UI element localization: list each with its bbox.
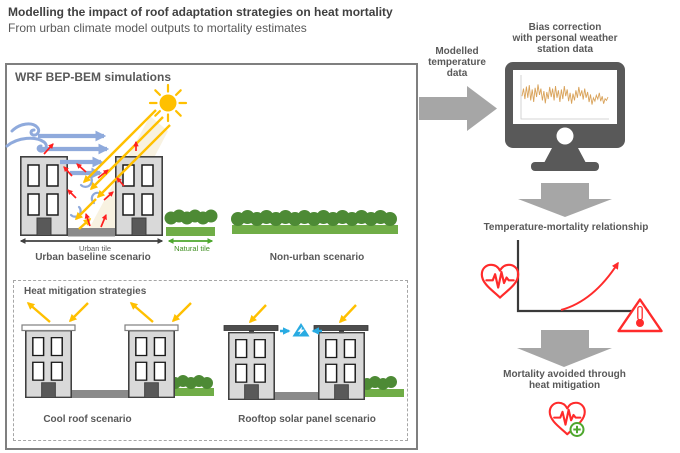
- bush-coolroof: [169, 375, 213, 389]
- bush-coolroof-base: [170, 388, 214, 396]
- temperature-mortality-label: Temperature-mortality relationship: [483, 222, 649, 233]
- building-solar-left: [228, 332, 275, 400]
- bush-baseline-base: [166, 227, 215, 236]
- flow-arrow-down-1: [518, 183, 612, 217]
- heart-plus-icon: [548, 401, 586, 437]
- building-baseline-right: [115, 156, 163, 236]
- solar-panel-label: Rooftop solar panel scenario: [238, 414, 376, 425]
- hedge-nonurban: [231, 210, 397, 226]
- bush-solar: [361, 376, 397, 390]
- thermometer-warning-icon: [617, 298, 663, 333]
- temperature-mortality-chart: [516, 240, 649, 313]
- modelled-temperature-label: Modelled temperature data: [428, 46, 486, 79]
- cool-roof-right: [124, 324, 179, 332]
- heat-mitigation-box: [13, 280, 408, 441]
- heat-flux-arrows: [43, 140, 139, 228]
- flow-arrow-right: [419, 86, 497, 131]
- cool-roof-left: [21, 324, 76, 332]
- solar-incoming-arrows: [248, 304, 357, 324]
- solar-panel-left: [223, 325, 279, 334]
- street-baseline: [68, 228, 115, 237]
- cool-roof-reflection-arrows: [26, 301, 192, 323]
- sun-icon: [148, 83, 188, 123]
- lightning-triangle-icon: [292, 323, 310, 337]
- natural-tile-label: Natural tile: [174, 244, 210, 253]
- building-baseline-left: [20, 156, 68, 236]
- bush-solar-base: [362, 389, 404, 397]
- non-urban-label: Non-urban scenario: [269, 252, 365, 263]
- flow-arrow-down-2: [517, 330, 612, 367]
- cool-roof-label: Cool roof scenario: [43, 414, 132, 425]
- street-solar: [275, 392, 318, 400]
- monitor-plot-line: [521, 84, 609, 105]
- computer-monitor-icon: [505, 62, 625, 171]
- bias-correction-label: Bias correction with personal weather st…: [512, 22, 618, 55]
- page-title: Modelling the impact of roof adaptation …: [8, 5, 393, 19]
- building-solar-right: [318, 332, 365, 400]
- bush-baseline: [164, 209, 218, 225]
- mortality-avoided-label: Mortality avoided through heat mitigatio…: [503, 369, 626, 391]
- building-coolroof-right: [128, 330, 175, 398]
- building-coolroof-left: [25, 330, 72, 398]
- solar-radiation-arrows: [74, 109, 171, 230]
- heat-mitigation-title: Heat mitigation strategies: [24, 286, 147, 297]
- urban-baseline-label: Urban baseline scenario: [35, 252, 151, 263]
- simulations-box-title: WRF BEP-BEM simulations: [15, 70, 172, 84]
- heart-ecg-icon: [480, 263, 520, 299]
- urban-tile-label: Urban tile: [78, 244, 112, 253]
- hedge-nonurban-base: [232, 225, 398, 234]
- street-coolroof: [72, 390, 128, 398]
- page-subtitle: From urban climate model outputs to mort…: [8, 21, 307, 35]
